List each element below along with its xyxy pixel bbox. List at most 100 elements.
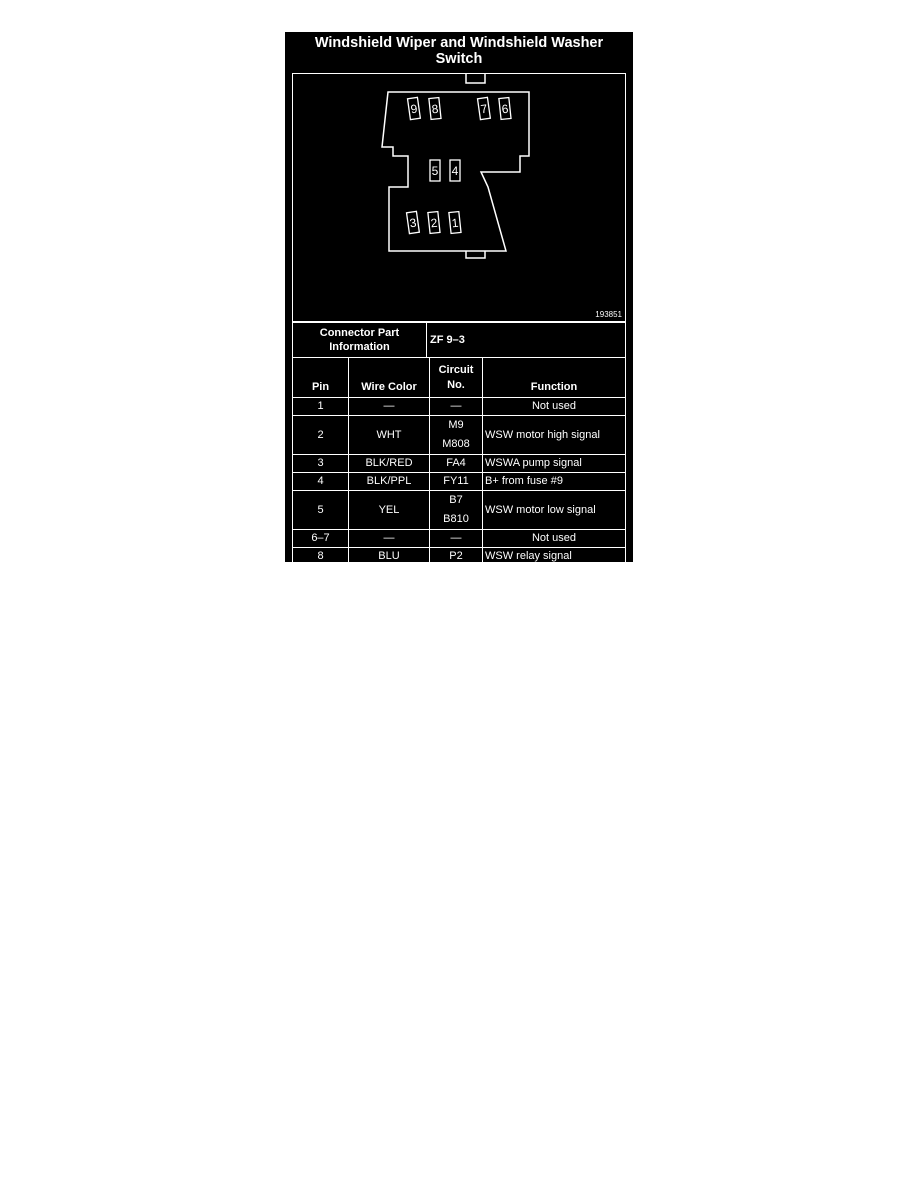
col-circuit-line-2: No. [447, 378, 465, 391]
pin-number-label: 3 [409, 216, 418, 231]
circuit-number: FA4 [446, 457, 466, 469]
pin-cavity-6: 6 [498, 96, 512, 121]
circuit-cell: FA4 [429, 454, 483, 473]
pin-cavity-outline [429, 159, 441, 182]
connector-sheet: Windshield Wiper and Windshield Washer S… [285, 32, 633, 584]
col-circuit-line-1: Circuit [438, 363, 474, 376]
connector-info-row: Connector Part Information ZF 9–3 [292, 322, 626, 358]
pin-cavity-4: 4 [449, 159, 461, 182]
pin-table-header: Pin Wire Color Circuit No. Function [292, 357, 626, 398]
pin-number-label: 4 [452, 164, 459, 178]
connector-info-label: Connector Part Information [292, 322, 427, 358]
pin-number-label: 1 [451, 216, 459, 231]
pin-cell: 1 [292, 397, 349, 416]
table-row: 1——Not used [292, 397, 626, 416]
pin-number-label: 9 [410, 102, 419, 117]
wire-color-cell: — [348, 529, 430, 548]
circuit-cell: FM99 [429, 565, 483, 584]
wire-color-cell: BLU [348, 547, 430, 566]
pin-cell: 4 [292, 472, 349, 491]
circuit-number: B810 [443, 513, 469, 525]
title-line-1: Windshield Wiper and Windshield Washer [314, 35, 604, 51]
page-title: Windshield Wiper and Windshield Washer S… [285, 32, 633, 70]
pin-number-label: 7 [480, 102, 489, 117]
wire-color-cell: WHT [348, 415, 430, 455]
pin-cavity-2: 2 [427, 210, 441, 235]
pin-cavity-outline [498, 96, 512, 121]
pin-cavity-outline [405, 210, 421, 235]
pin-cavity-outline [449, 159, 461, 182]
circuit-number: FM99 [441, 568, 471, 580]
col-circuit: Circuit No. [429, 357, 483, 398]
circuit-cell: — [429, 397, 483, 416]
pin-cell: 3 [292, 454, 349, 473]
title-line-2: Switch [435, 51, 483, 67]
function-cell: WSW relay signal [482, 547, 626, 566]
top-latch [465, 74, 486, 84]
connector-info-label-line-1: Connector Part [319, 327, 400, 339]
pin-cell: 8 [292, 547, 349, 566]
connector-body [381, 91, 530, 252]
circuit-number: — [450, 400, 462, 412]
function-cell: WSW motor low signal [482, 490, 626, 530]
circuit-number: M808 [442, 438, 470, 450]
col-pin: Pin [292, 357, 349, 398]
function-cell: Interval switch signal [482, 565, 626, 584]
connector-info-label-line-2: Information [329, 341, 390, 353]
connector-info-value: ZF 9–3 [426, 322, 626, 358]
circuit-cell: P2 [429, 547, 483, 566]
pin-cell: 9 [292, 565, 349, 584]
pin-cell: 6–7 [292, 529, 349, 548]
wire-color-cell: — [348, 397, 430, 416]
wire-color-cell: BLK/PPL [348, 472, 430, 491]
circuit-number: P2 [449, 550, 463, 562]
pin-number-label: 8 [431, 102, 439, 117]
pin-cavity-5: 5 [429, 159, 441, 182]
circuit-cell: — [429, 529, 483, 548]
circuit-number: M9 [448, 419, 464, 431]
table-row: 6–7——Not used [292, 529, 626, 548]
col-function: Function [482, 357, 626, 398]
pin-cavity-outline [448, 210, 462, 235]
pin-cavity-outline [406, 96, 422, 121]
circuit-number: FY11 [443, 475, 469, 487]
pin-cavity-outline [476, 96, 492, 121]
pin-cavity-7: 7 [476, 96, 492, 121]
pin-cavity-1: 1 [448, 210, 462, 235]
pin-number-label: 6 [501, 102, 509, 117]
function-cell: Not used [482, 397, 626, 416]
function-cell: Not used [482, 529, 626, 548]
pin-number-label: 5 [432, 164, 439, 178]
wire-color-cell: BLK/RED [348, 454, 430, 473]
pin-number-label: 2 [430, 216, 438, 231]
pin-cell: 2 [292, 415, 349, 455]
circuit-number: B7 [449, 494, 463, 506]
connector-info-table: Connector Part Information ZF 9–3 [292, 322, 626, 358]
wire-color-cell: YEL [348, 490, 430, 530]
col-wire-color: Wire Color [348, 357, 430, 398]
circuit-cell: FY11 [429, 472, 483, 491]
function-cell: B+ from fuse #9 [482, 472, 626, 491]
figure-id: 193851 [595, 310, 622, 319]
function-cell: WSW motor high signal [482, 415, 626, 455]
wire-color-cell: BLK/WHT [348, 565, 430, 584]
pin-cavity-3: 3 [405, 210, 421, 235]
pin-cavity-9: 9 [406, 96, 422, 121]
pin-cell: 5 [292, 490, 349, 530]
pin-cavity-8: 8 [428, 96, 442, 121]
pin-table: Pin Wire Color Circuit No. Function 1——N… [292, 357, 626, 584]
function-cell: WSWA pump signal [482, 454, 626, 473]
circuit-number: — [450, 532, 462, 544]
pin-cavity-outline [428, 96, 442, 121]
